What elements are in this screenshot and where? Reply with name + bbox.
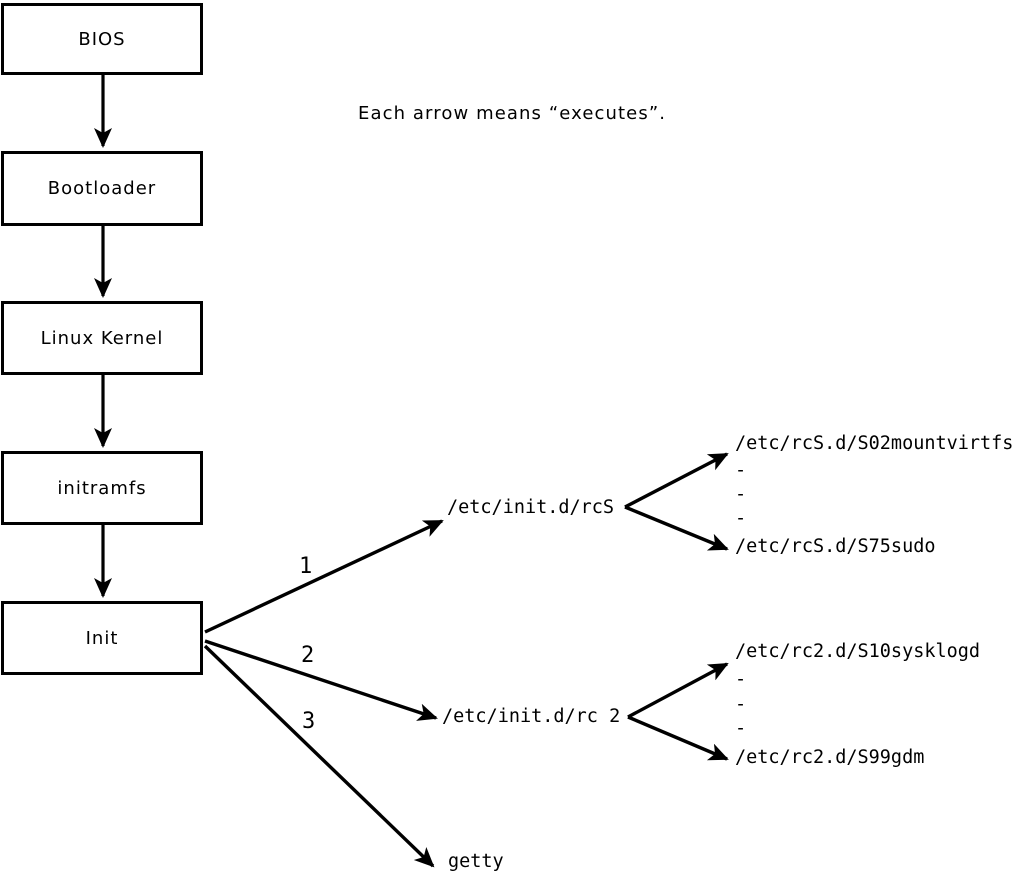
box-init: Init [1, 601, 203, 675]
box-bios: BIOS [1, 3, 203, 75]
box-bootloader-label: Bootloader [47, 178, 157, 199]
rc2-dash-2: - [735, 717, 747, 739]
box-linux-kernel: Linux Kernel [1, 301, 203, 375]
arrow-init-to-getty [203, 644, 435, 868]
edge-label-2: 2 [301, 643, 315, 668]
target-rc2-script: /etc/init.d/rc 2 [442, 705, 621, 727]
box-bios-label: BIOS [78, 28, 126, 50]
edge-label-3: 3 [302, 709, 316, 734]
box-initramfs-label: initramfs [57, 477, 147, 499]
arrow-rc2-to-S10sysklogd [627, 662, 729, 719]
box-bootloader: Bootloader [1, 151, 203, 226]
target-getty: getty [448, 850, 504, 872]
rcS-dash-1: - [735, 483, 747, 505]
target-rcS-script: /etc/init.d/rcS [447, 496, 615, 518]
arrow-init-to-rc2 [204, 639, 438, 721]
rc2-dash-1: - [735, 693, 747, 715]
rc2-dash-0: - [735, 668, 747, 690]
rc2-entry-S99gdm: /etc/rc2.d/S99gdm [735, 746, 925, 768]
box-init-label: Init [85, 627, 119, 649]
rcS-dash-2: - [735, 507, 747, 529]
edge-label-1: 1 [299, 554, 313, 579]
legend-note: Each arrow means “executes”. [358, 103, 667, 124]
arrow-rcS-to-S02mountvirtfs [624, 452, 729, 509]
arrow-rc2-to-S99gdm [627, 715, 729, 761]
arrow-rcS-to-S75sudo [624, 505, 729, 551]
arrow-init-to-rcS [204, 519, 444, 634]
box-linux-kernel-label: Linux Kernel [40, 327, 164, 349]
rc2-entry-S10sysklogd: /etc/rc2.d/S10sysklogd [735, 640, 981, 662]
rcS-dash-0: - [735, 459, 747, 481]
rcS-entry-S02mountvirtfs: /etc/rcS.d/S02mountvirtfs [735, 432, 1014, 454]
rcS-entry-S75sudo: /etc/rcS.d/S75sudo [735, 535, 936, 557]
box-initramfs: initramfs [1, 451, 203, 525]
